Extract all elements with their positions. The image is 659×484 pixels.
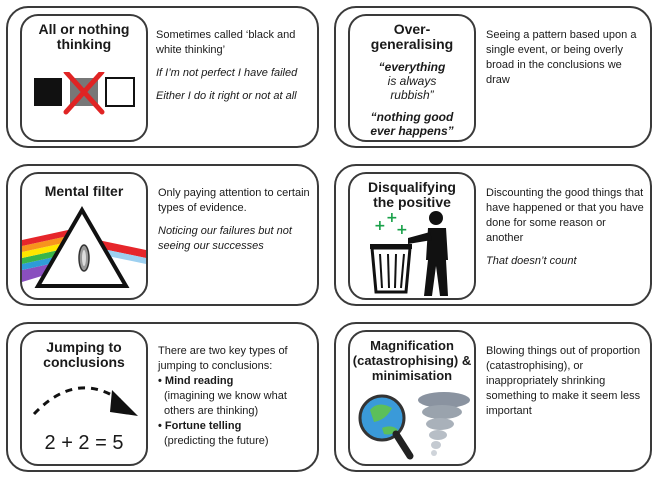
card-over-generalising-inner: Over-generalising “everything is always … xyxy=(348,14,476,142)
prism-filter-icon xyxy=(22,206,146,288)
all-or-nothing-text-1: Sometimes called ‘black and white thinki… xyxy=(156,29,296,56)
card-all-or-nothing-title: All or nothing thinking xyxy=(38,21,130,52)
mental-filter-text-2: Noticing our failures but not seeing our… xyxy=(158,225,292,252)
card-disqualifying-positive-desc: Discounting the good things that have ha… xyxy=(486,186,646,269)
card-all-or-nothing-inner: All or nothing thinking xyxy=(20,14,148,142)
card-magnification-minimisation-title: Magnification (catastrophising) & minimi… xyxy=(352,338,472,383)
quote-is-always: is always xyxy=(387,74,437,88)
svg-text:+: + xyxy=(374,218,386,234)
card-magnification-minimisation-inner: Magnification (catastrophising) & minimi… xyxy=(348,330,476,466)
card-over-generalising-desc: Seeing a pattern based upon a single eve… xyxy=(486,28,646,88)
over-generalising-text-1: Seeing a pattern based upon a single eve… xyxy=(486,29,637,86)
card-over-generalising-title: Over-generalising xyxy=(370,21,454,52)
all-or-nothing-text-2: If I’m not perfect I have failed xyxy=(156,67,298,79)
bullet-mind-reading-text: (imagining we know what others are think… xyxy=(164,390,287,417)
disqualifying-text-1: Discounting the good things that have ha… xyxy=(486,187,644,244)
bullet-fortune-telling-text: (predicting the future) xyxy=(164,435,269,447)
card-jumping-to-conclusions: Jumping to conclusions 2 + 2 = 5 There a… xyxy=(6,322,319,472)
quote-nothing-line-2: ever happens” xyxy=(370,124,454,138)
quote-everything: “everything is always rubbish” xyxy=(350,60,474,102)
svg-text:+: + xyxy=(386,210,398,226)
svg-text:+: + xyxy=(396,222,408,238)
quote-everything-line-3: rubbish” xyxy=(390,88,434,102)
card-mental-filter: Mental filter Only paying attention to c… xyxy=(6,164,319,306)
equation-text: 2 + 2 = 5 xyxy=(44,432,124,454)
jumping-text-1: There are two key types of jumping to co… xyxy=(158,345,288,372)
card-disqualifying-positive-inner: Disqualifying the positive + + + xyxy=(348,172,476,300)
card-jumping-to-conclusions-title: Jumping to conclusions xyxy=(43,339,125,370)
quote-everything-line-2: is always xyxy=(350,74,474,88)
card-all-or-nothing: All or nothing thinking Sometimes called… xyxy=(6,6,319,148)
card-all-or-nothing-desc: Sometimes called ‘black and white thinki… xyxy=(156,28,316,104)
card-mental-filter-desc: Only paying attention to certain types o… xyxy=(158,186,316,254)
all-or-nothing-text-3: Either I do it right or not at all xyxy=(156,90,297,102)
card-jumping-to-conclusions-inner: Jumping to conclusions 2 + 2 = 5 xyxy=(20,330,148,466)
bullet-mind-reading: • Mind reading xyxy=(158,375,234,387)
quote-everything-line-1: “everything xyxy=(378,60,446,74)
dashed-arrow-icon xyxy=(32,386,138,416)
bullet-fortune-telling: • Fortune telling xyxy=(158,420,242,432)
card-magnification-minimisation: Magnification (catastrophising) & minimi… xyxy=(334,322,652,472)
magnification-text-1: Blowing things out of proportion (catast… xyxy=(486,345,641,417)
card-disqualifying-positive: Disqualifying the positive + + + Discoun… xyxy=(334,164,652,306)
card-magnification-minimisation-desc: Blowing things out of proportion (catast… xyxy=(486,344,646,419)
card-mental-filter-inner: Mental filter xyxy=(20,172,148,300)
card-mental-filter-title: Mental filter xyxy=(44,183,124,199)
mental-filter-text-1: Only paying attention to certain types o… xyxy=(158,187,310,214)
card-jumping-to-conclusions-desc: There are two key types of jumping to co… xyxy=(158,344,316,449)
disqualifying-text-2: That doesn’t count xyxy=(486,255,577,267)
quote-nothing-line-1: “nothing good xyxy=(370,110,454,124)
person-throwing-in-bin-icon: + + + xyxy=(370,210,448,296)
card-disqualifying-positive-title: Disqualifying the positive xyxy=(368,179,456,210)
black-white-squares-icon xyxy=(34,72,135,115)
magnifier-tornado-icon xyxy=(358,392,470,460)
card-over-generalising: Over-generalising “everything is always … xyxy=(334,6,652,148)
quote-nothing-good: “nothing good ever happens” xyxy=(350,110,474,138)
